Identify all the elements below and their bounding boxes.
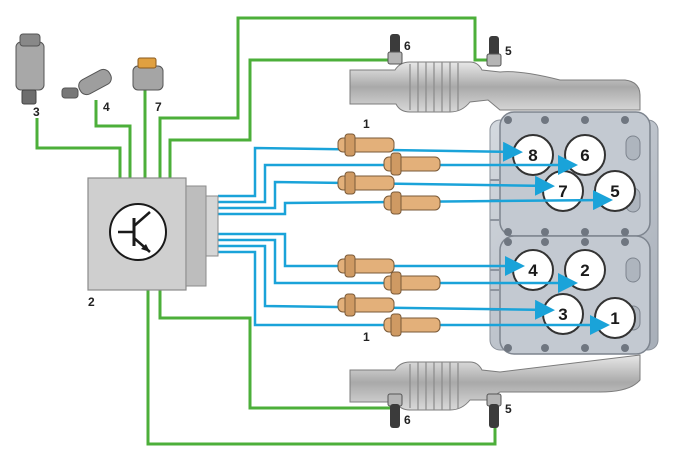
label-sensor-6-top: 6 xyxy=(404,39,411,53)
injector xyxy=(383,313,441,337)
svg-text:3: 3 xyxy=(558,305,567,324)
sensor-6-bottom-icon xyxy=(387,393,403,428)
injector xyxy=(337,171,395,195)
injector xyxy=(337,254,395,278)
label-injectors-top: 1 xyxy=(363,117,370,131)
label-injectors-bottom: 1 xyxy=(363,330,370,344)
sensor-4-icon xyxy=(61,68,112,99)
label-sensor-5-top: 5 xyxy=(505,44,512,58)
injectors xyxy=(337,133,441,337)
cylinder-3: 3 xyxy=(542,293,584,335)
air-mass-meter-icon xyxy=(15,33,45,105)
injector xyxy=(383,271,441,295)
sensor-5-bottom-icon xyxy=(486,393,502,428)
svg-text:1: 1 xyxy=(610,309,619,328)
label-sensor-6-bottom: 6 xyxy=(404,413,411,427)
exhaust-manifold-top xyxy=(349,61,641,113)
exhaust-manifold-bottom xyxy=(349,354,641,411)
cylinder-5: 5 xyxy=(594,170,636,212)
sensor-5-top-icon xyxy=(486,36,502,67)
svg-text:6: 6 xyxy=(580,146,589,165)
svg-text:7: 7 xyxy=(558,182,567,201)
label-air-mass-meter: 3 xyxy=(33,105,40,119)
injector xyxy=(383,191,441,215)
sensor-7-icon xyxy=(132,57,164,91)
svg-text:4: 4 xyxy=(528,261,538,280)
cylinder-6: 6 xyxy=(564,134,606,176)
cylinder-8: 8 xyxy=(512,134,554,176)
label-sensor-4: 4 xyxy=(103,100,110,114)
engine-control-unit xyxy=(87,177,219,291)
injector xyxy=(337,133,395,157)
label-sensor-5-bottom: 5 xyxy=(505,402,512,416)
svg-text:2: 2 xyxy=(580,261,589,280)
label-sensor-7: 7 xyxy=(155,100,162,114)
sensor-6-top-icon xyxy=(387,34,403,65)
transistor-icon xyxy=(109,203,167,261)
cylinder-7: 7 xyxy=(542,170,584,212)
label-ecu: 2 xyxy=(88,295,95,309)
injector xyxy=(383,152,441,176)
svg-text:8: 8 xyxy=(528,146,537,165)
injector xyxy=(337,293,395,317)
svg-text:5: 5 xyxy=(610,182,619,201)
cylinder-1: 1 xyxy=(594,297,636,339)
